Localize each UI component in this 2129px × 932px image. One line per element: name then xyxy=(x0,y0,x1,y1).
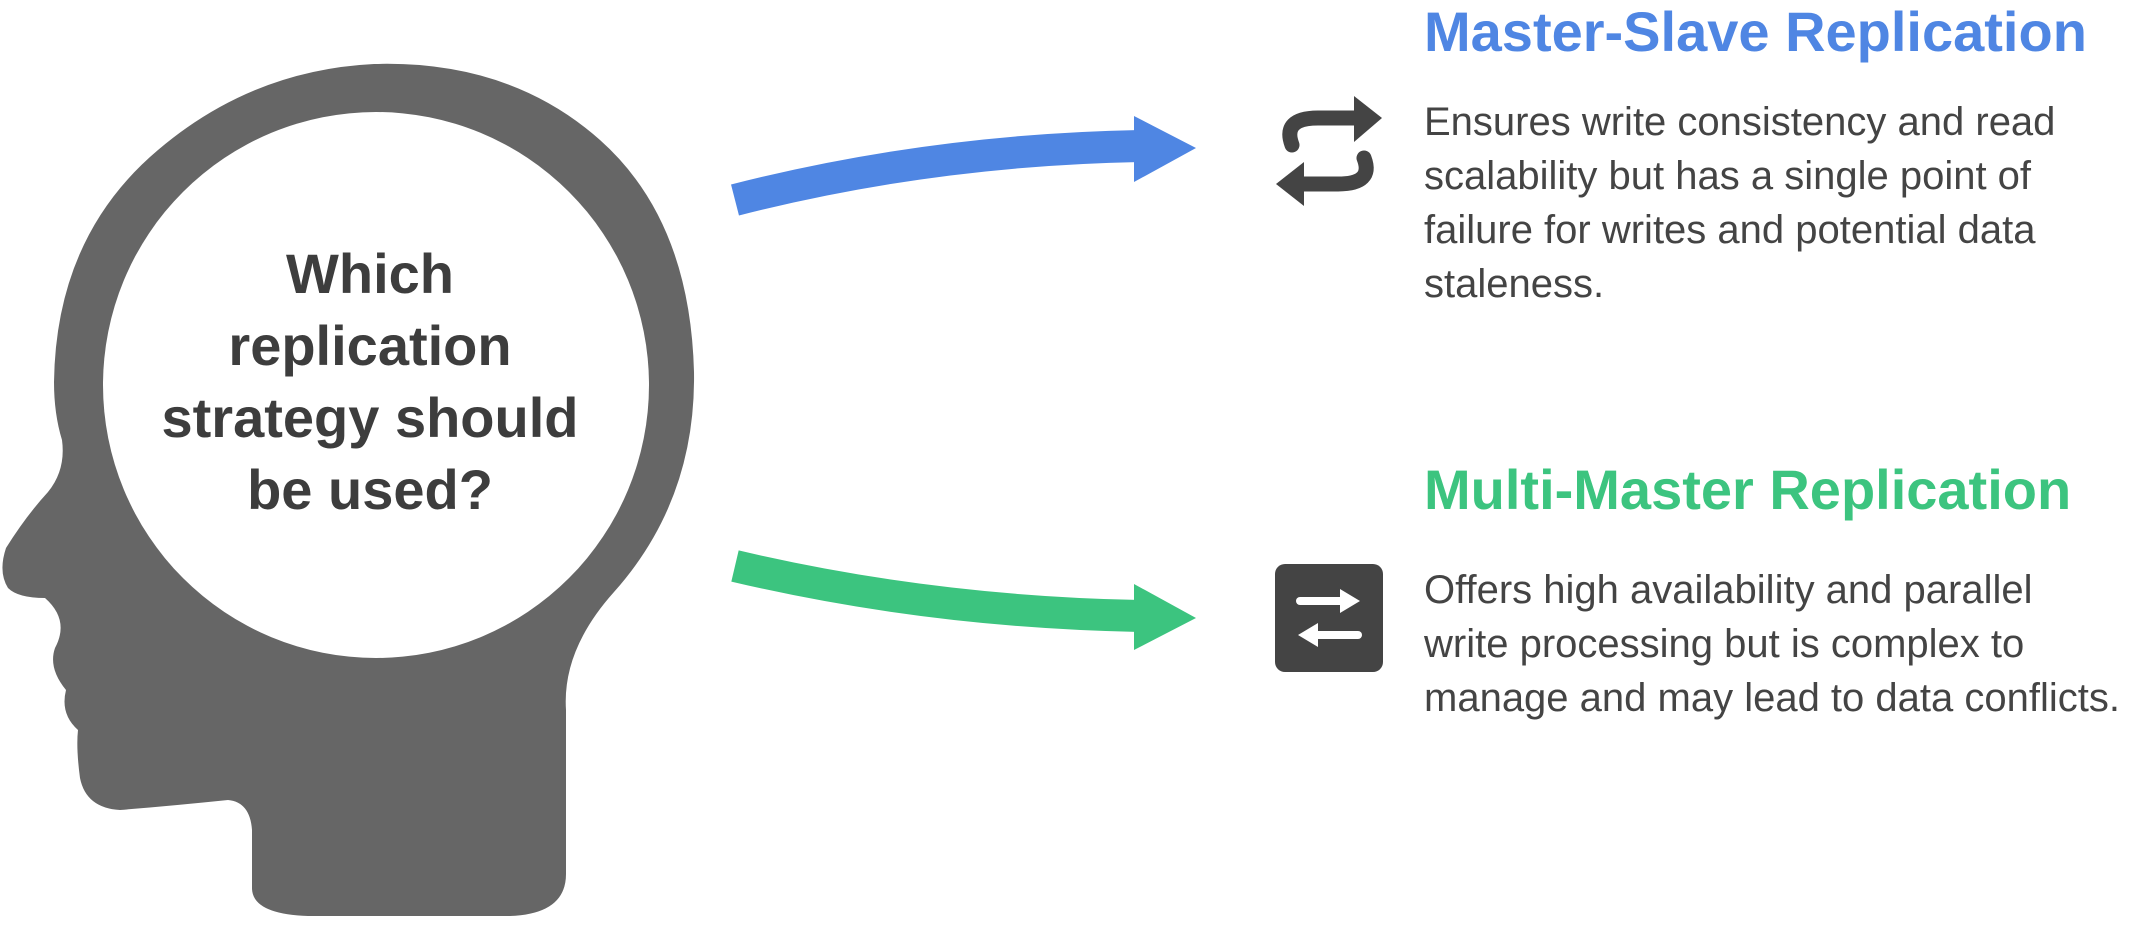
master-slave-title: Master-Slave Replication xyxy=(1424,0,2087,63)
human-head-profile-icon xyxy=(2,63,695,917)
arrow-to-multi-master xyxy=(731,550,1196,650)
arrow-to-master-slave xyxy=(731,116,1196,216)
swap-horizontal-icon xyxy=(1275,564,1383,672)
multi-master-title: Multi-Master Replication xyxy=(1424,458,2072,521)
repeat-arrows-icon xyxy=(1282,110,1374,192)
multi-master-description: Offers high availability and parallel wr… xyxy=(1424,568,2120,720)
master-slave-description: Ensures write consistency and read scala… xyxy=(1424,100,2056,306)
repeat-arrows-heads xyxy=(1276,96,1382,206)
central-question: Which replication strategy should be use… xyxy=(161,242,579,521)
